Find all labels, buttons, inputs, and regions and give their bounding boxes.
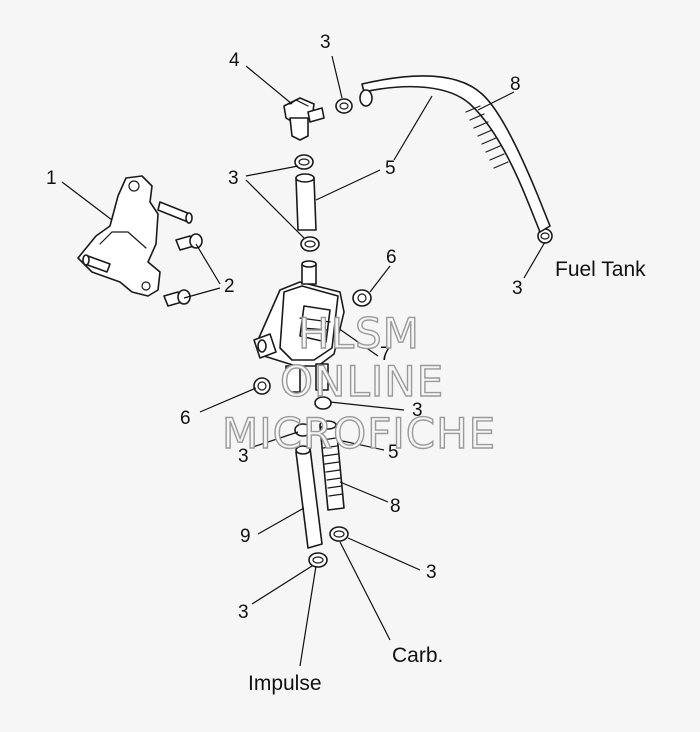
clamp-top [335, 98, 353, 114]
watermark-line-3: MICROFICHE [222, 409, 496, 458]
callout-8-bottom: 8 [390, 496, 401, 517]
bracket-stud-lower [82, 254, 111, 273]
leader-lines [61, 55, 546, 667]
callout-2: 2 [224, 276, 235, 297]
clamp-carb [329, 526, 349, 542]
clamp-pump-outlet [314, 396, 332, 410]
clamp-upper-hose-top [294, 154, 314, 170]
bolt-lower [163, 289, 191, 307]
clamp-impulse [308, 552, 328, 568]
callout-6-top: 6 [386, 247, 397, 268]
callout-3-top: 3 [320, 32, 331, 53]
bracket-stud-upper [157, 201, 193, 224]
upper-fuel-hose [295, 173, 317, 231]
watermark-line-2: ONLINE [280, 357, 444, 406]
bolt-upper [175, 233, 203, 251]
fuel-pump [253, 260, 345, 393]
callout-1: 1 [46, 168, 57, 189]
callout-3-left: 3 [228, 168, 239, 189]
mounting-bracket [77, 175, 161, 297]
callout-3-lower-right: 3 [426, 562, 437, 583]
callout-3-mid: 3 [238, 446, 249, 467]
pump-nut-lower [253, 377, 271, 395]
callout-5-bottom: 5 [388, 442, 399, 463]
callout-6-left: 6 [180, 408, 191, 429]
callout-8-top: 8 [510, 74, 521, 95]
tank-hose [359, 75, 551, 233]
pump-nut-upper [352, 289, 372, 307]
clamp-upper-hose-bottom [300, 236, 320, 252]
callout-4: 4 [229, 50, 240, 71]
clamp-pump-impulse [294, 423, 312, 437]
watermark-line-1: HLSM [298, 309, 420, 358]
fuel-tank-label: Fuel Tank [555, 258, 646, 281]
callout-3-tank: 3 [512, 278, 523, 299]
impulse-hose [295, 445, 323, 549]
watermark: HLSM ONLINE MICROFICHE [221, 308, 496, 458]
carb-hose [319, 420, 345, 511]
clamp-tank [537, 228, 553, 244]
impulse-label: Impulse [248, 672, 322, 695]
callout-7: 7 [380, 344, 391, 365]
callout-3-bottom: 3 [238, 602, 249, 623]
callout-3-right: 3 [412, 400, 423, 421]
callout-5-top: 5 [385, 158, 396, 179]
carb-label: Carb. [392, 644, 443, 667]
callout-9: 9 [240, 526, 251, 547]
fuel-valve [283, 97, 325, 141]
